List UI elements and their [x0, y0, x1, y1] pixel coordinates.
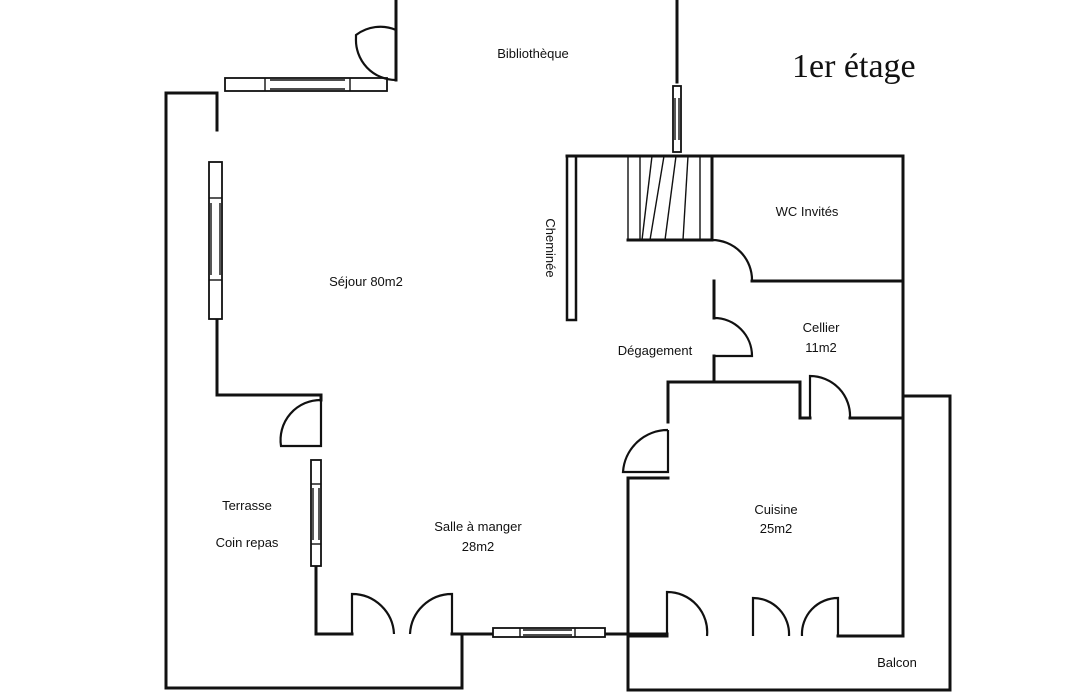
- wall-kitchen-bottom: [836, 416, 905, 638]
- room-labels: Bibliothèque Séjour 80m2 Cheminée WC Inv…: [216, 46, 917, 670]
- window-bibliotheque: [672, 85, 682, 153]
- floor-title: 1er étage: [792, 48, 916, 85]
- doors: [279, 25, 852, 637]
- wall-kitchen-left: [626, 476, 670, 692]
- label-cuisine-area: 25m2: [760, 521, 793, 536]
- door-salle-1: [350, 592, 396, 635]
- wall-kitchen-top: [666, 380, 812, 424]
- label-wc: WC Invités: [776, 204, 839, 219]
- cheminee-wall: [565, 154, 578, 322]
- door-kitchen: [621, 428, 670, 474]
- label-cellier-name: Cellier: [803, 320, 841, 335]
- label-coin-repas: Coin repas: [216, 535, 279, 550]
- label-salle-name: Salle à manger: [434, 519, 522, 534]
- window-terrasse: [310, 459, 322, 567]
- door-wc: [711, 238, 754, 282]
- label-terrasse: Terrasse: [222, 498, 272, 513]
- label-cuisine-name: Cuisine: [754, 502, 797, 517]
- wall-left-outer: [164, 91, 464, 690]
- label-degagement: Dégagement: [618, 343, 693, 358]
- label-cellier-area: 11m2: [805, 340, 837, 355]
- label-bibliotheque: Bibliothèque: [497, 46, 569, 61]
- door-kitchen-3: [800, 596, 840, 637]
- door-kitchen-2: [751, 596, 791, 637]
- windows: [208, 77, 682, 638]
- staircase: [627, 155, 701, 241]
- exterior-walls: [164, 0, 679, 690]
- door-terrasse: [279, 398, 323, 448]
- door-cellier: [713, 316, 754, 358]
- window-left: [208, 161, 223, 320]
- door-kitchen-1: [665, 590, 709, 637]
- door-bibliotheque: [354, 25, 398, 82]
- wall-terrasse-bottom: [314, 564, 354, 636]
- label-cheminee: Cheminée: [543, 218, 558, 277]
- label-balcon: Balcon: [877, 655, 917, 670]
- door-salle-2: [408, 592, 454, 635]
- wall-inner-left: [215, 318, 323, 402]
- service-walls: [565, 154, 952, 692]
- label-salle-area: 28m2: [462, 539, 495, 554]
- window-bottom: [492, 627, 606, 638]
- wall-balcon: [626, 394, 952, 692]
- label-sejour: Séjour 80m2: [329, 274, 403, 289]
- window-top: [224, 77, 388, 92]
- door-cellier-kitchen: [808, 374, 852, 419]
- wall-stair-top: [565, 154, 905, 420]
